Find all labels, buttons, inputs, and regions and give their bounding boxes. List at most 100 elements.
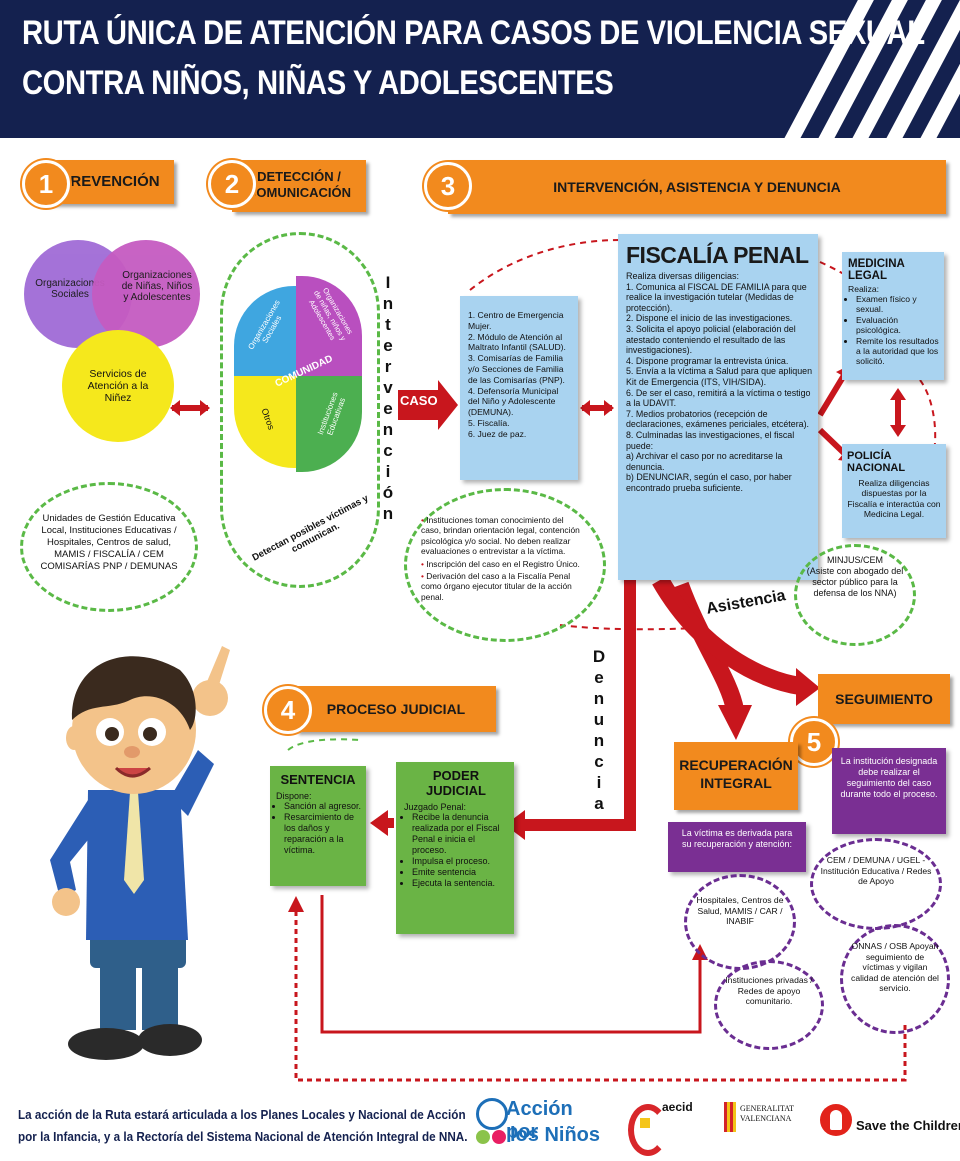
step4-label: PROCESO JUDICIAL	[326, 701, 466, 717]
arrow-to-medicina	[817, 370, 849, 417]
recuperacion-circle-2: Instituciones privadas / Redes de apoyo …	[714, 960, 824, 1050]
vertical-letter: a	[594, 794, 604, 813]
minjus-content: MINJUS/CEM (Asiste con abogado del secto…	[803, 555, 907, 599]
asistencia-arrow	[652, 575, 802, 695]
logo3-line2: VALENCIANA	[740, 1114, 792, 1123]
list-item: Sanción al agresor.	[284, 801, 362, 812]
logo1-line2: los Niños	[510, 1124, 601, 1146]
vertical-letter: i	[385, 462, 391, 481]
smile-icon	[476, 1130, 490, 1144]
list-item: Examen físico y sexual.	[856, 294, 940, 315]
vertical-letter: I	[385, 273, 391, 292]
logo-generalitat: GENERALITAT VALENCIANA	[724, 1100, 804, 1154]
vertical-letter: n	[382, 420, 394, 439]
figure-icon	[830, 1110, 842, 1130]
poder-title: PODER JUDICIAL	[426, 768, 486, 798]
fiscalia-list: 1. Comunica al FISCAL DE FAMILIA para qu…	[618, 282, 818, 494]
step3-label: INTERVENCIÓN, ASISTENCIA Y DENUNCIA	[553, 179, 841, 195]
title-line-2: CONTRA NIÑOS, NIÑAS Y ADOLESCENTES	[22, 64, 614, 102]
vertical-letter: r	[384, 357, 392, 376]
logo2-text: aecid	[662, 1100, 693, 1114]
recuperacion-box: La víctima es derivada para su recuperac…	[668, 822, 806, 872]
seguimiento-circle-2: ONNAS / OSB Apoyan seguimiento de víctim…	[840, 924, 950, 1034]
list-item: Ejecuta la sentencia.	[412, 878, 510, 889]
list-line: a) Archivar el caso por no acreditarse l…	[626, 451, 783, 472]
arrow-to-policia	[817, 427, 849, 458]
logo-save-the-children: Save the Children	[820, 1104, 960, 1152]
list-item: Evaluación psicológica.	[856, 315, 940, 336]
dotted-return-line	[294, 910, 907, 1082]
header-banner: RUTA ÚNICA DE ATENCIÓN PARA CASOS DE VIO…	[0, 0, 960, 138]
footer-line-2: por la Infancia, y a la Rectoría del Sis…	[18, 1129, 468, 1144]
instituciones-list: 1. Centro de Emergencia Mujer.2. Módulo …	[460, 296, 578, 444]
list-line: 2. Dispone el inicio de las investigacio…	[626, 313, 793, 324]
prevencion-note-text: Unidades de Gestión Educativa Local, Ins…	[40, 513, 178, 572]
caso-label: CASO	[400, 393, 438, 408]
asistencia-arrow	[671, 581, 744, 712]
minjus-text: (Asiste con abogado del sector público p…	[806, 566, 904, 598]
flag-icon	[724, 1102, 736, 1132]
list-line: 5. Envía a la víctima a Salud para que a…	[626, 366, 813, 387]
list-line: 8. Culminadas las investigaciones, el fi…	[626, 429, 795, 451]
step1-number: 1	[22, 160, 70, 208]
vertical-letter: v	[383, 378, 393, 397]
return-line	[320, 895, 702, 1034]
list-line: 4. Dispone programar la entrevista única…	[626, 355, 789, 366]
dashed-connector	[469, 239, 621, 291]
list-item: • Instituciones toman conocimiento del c…	[421, 515, 580, 557]
child-illustration	[50, 646, 230, 1060]
minjus-title: MINJUS/CEM	[827, 555, 883, 565]
poder-box: PODER JUDICIAL Juzgado Penal: Recibe la …	[396, 762, 514, 934]
medicina-intro: Realiza:	[848, 284, 880, 294]
list-line: 6. De ser el caso, remitirá a la víctima…	[626, 387, 811, 409]
list-line: 3. Solicita el apoyo policial (elaboraci…	[626, 323, 796, 356]
step2-label-2: COMUNICACIÓN	[247, 185, 351, 200]
recuperacion-circle-1: Hospitales, Centros de Salud, MAMIS / CA…	[684, 874, 796, 970]
sentencia-box: SENTENCIA Dispone: Sanción al agresor.Re…	[270, 766, 366, 886]
poder-intro: Juzgado Penal:	[404, 802, 467, 812]
policia-title: POLICÍA NACIONAL	[847, 450, 906, 474]
double-arrow-heads	[890, 388, 906, 437]
list-item: • Derivación del caso a la Fiscalía Pena…	[421, 571, 572, 602]
vertical-letter: u	[593, 710, 605, 729]
policia-box: POLICÍA NACIONAL Realiza diligencias dis…	[842, 444, 946, 538]
circle-org-sociales-label: Organizaciones Sociales	[35, 278, 105, 300]
list-line: 3. Comisarías de Familia y/o Secciones d…	[468, 353, 565, 385]
logo3-text: GENERALITAT VALENCIANA	[740, 1104, 794, 1124]
sentencia-intro: Dispone:	[276, 791, 312, 801]
circle-org-ninos-label: Organizaciones de Niñas, Niños y Adolesc…	[121, 270, 193, 303]
list-item: Recibe la denuncia realizada por el Fisc…	[412, 812, 510, 856]
vertical-letter: i	[596, 773, 602, 792]
title-line-1: RUTA ÚNICA DE ATENCIÓN PARA CASOS DE VIO…	[22, 14, 925, 52]
list-line: 5. Fiscalía.	[468, 417, 510, 428]
list-line: 4. Defensoría Municipal del Niño y Adole…	[468, 385, 559, 418]
dashed-connector	[919, 379, 937, 471]
fiscalia-title: FISCALÍA PENAL	[626, 242, 809, 268]
instituciones-note-list: • Instituciones toman conocimiento del c…	[421, 515, 585, 604]
logo3-line1: GENERALITAT	[740, 1104, 795, 1113]
seguimiento-label: SEGUIMIENTO	[835, 691, 933, 707]
seguimiento-circle-1: CEM / DEMUNA / UGEL - Institución Educat…	[810, 838, 942, 930]
list-item: Remite los resultados a la autoridad que…	[856, 336, 940, 367]
seguimiento-circle-2-text: ONNAS / OSB Apoyan seguimiento de víctim…	[851, 941, 939, 994]
vertical-letter: e	[383, 399, 393, 418]
logo4-text: Save the Children	[856, 1118, 960, 1133]
instituciones-box: 1. Centro de Emergencia Mujer.2. Módulo …	[460, 296, 578, 480]
recuperacion-text: La víctima es derivada para su recuperac…	[681, 828, 793, 849]
medicina-list: Examen físico y sexual.Evaluación psicol…	[842, 294, 944, 367]
circle-servicios: Servicios de Atención a la Niñez	[62, 330, 174, 442]
vertical-letter: n	[593, 731, 605, 750]
logo-accion-por-los-ninos: Acción por los Niños	[470, 1092, 600, 1152]
recuperacion-label-1: RECUPERACIÓN	[679, 757, 793, 773]
step4-banner: PROCESO JUDICIAL	[296, 686, 496, 732]
medicina-title: MEDICINA LEGAL	[848, 258, 905, 282]
list-line: 6. Juez de paz.	[468, 428, 527, 439]
logo1-line1: Acción por	[506, 1098, 573, 1143]
aecid-c-icon	[628, 1104, 668, 1156]
seguimiento-circle-1-text: CEM / DEMUNA / UGEL - Institución Educat…	[820, 855, 932, 887]
fiscalia-intro: Realiza diversas diligencias:	[626, 271, 740, 281]
comunidad-cycle: Organizaciones Sociales Organizaciones d…	[234, 276, 362, 472]
list-line: b) DENUNCIAR, según el caso, por haber e…	[626, 472, 792, 493]
